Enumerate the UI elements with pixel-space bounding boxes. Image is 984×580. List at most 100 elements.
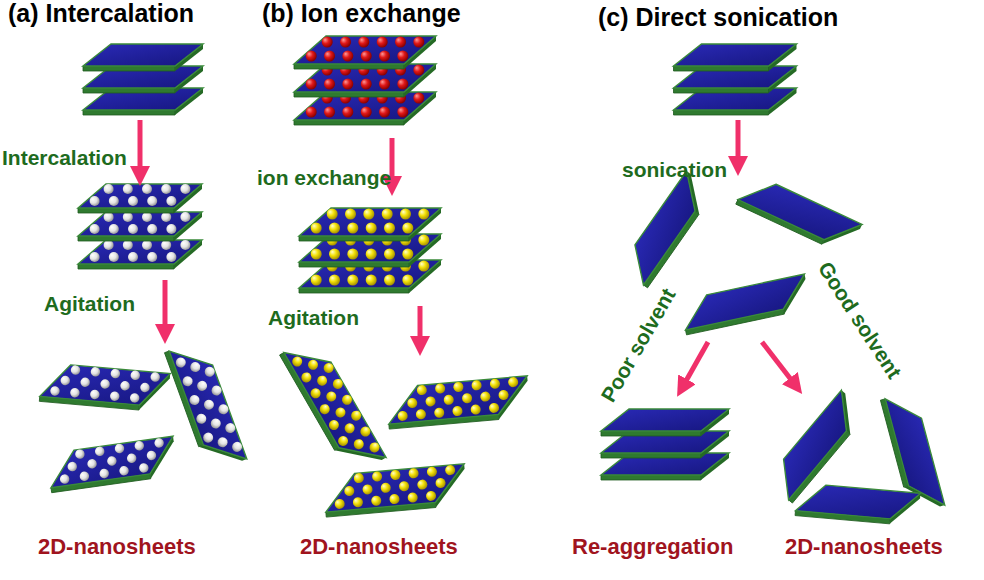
intercalant-sphere	[400, 209, 411, 220]
sheet-face	[169, 339, 247, 472]
intercalant-sphere	[324, 107, 335, 118]
intercalant-sphere	[147, 196, 157, 206]
nanosheet	[601, 453, 729, 480]
intercalant-sphere	[340, 37, 351, 48]
intercalant-sphere	[196, 379, 209, 392]
intercalant-sphere	[407, 398, 418, 409]
intercalant-sphere	[180, 184, 190, 194]
process-arrow	[682, 342, 708, 388]
intercalant-sphere	[130, 370, 140, 380]
intercalant-sphere	[416, 385, 427, 396]
process-arrow	[418, 306, 423, 346]
nanosheet	[674, 66, 797, 93]
intercalant-sphere	[452, 406, 463, 417]
sheet-edge	[78, 208, 174, 213]
intercalant-sphere	[418, 261, 429, 272]
panel-title: (b) Ion exchange	[262, 0, 461, 28]
intercalant-sphere	[150, 372, 160, 382]
intercalant-sphere	[366, 223, 377, 234]
intercalant-sphere	[434, 407, 445, 418]
intercalant-sphere	[427, 466, 438, 477]
intercalant-sphere	[161, 184, 171, 194]
intercalant-sphere	[104, 212, 114, 222]
intercalant-sphere	[361, 51, 372, 62]
intercalant-sphere	[418, 209, 429, 220]
intercalant-sphere	[161, 240, 171, 250]
intercalant-sphere	[110, 368, 120, 378]
intercalant-sphere	[336, 434, 350, 448]
intercalant-sphere	[329, 223, 340, 234]
nanosheet	[164, 339, 246, 473]
intercalant-sphere	[327, 418, 341, 432]
intercalant-sphere	[353, 473, 364, 484]
intercalant-sphere	[347, 275, 358, 286]
intercalant-sphere	[80, 377, 90, 387]
sheet-face	[796, 483, 921, 522]
intercalant-sphere	[181, 375, 194, 388]
nanosheet	[83, 44, 203, 71]
step-label: ion exchange	[257, 166, 391, 189]
nanosheet	[601, 431, 729, 458]
sheet-edge	[674, 110, 769, 115]
intercalant-sphere	[147, 224, 157, 234]
sheet-face	[601, 453, 729, 475]
solvent-label: Good solvent	[814, 257, 906, 382]
sheet-edge	[299, 236, 409, 241]
intercalant-sphere	[87, 458, 98, 469]
intercalant-sphere	[140, 382, 150, 392]
intercalant-sphere	[379, 79, 390, 90]
intercalant-sphere	[99, 468, 110, 479]
intercalant-sphere	[104, 240, 114, 250]
sheet-edge	[299, 262, 409, 267]
intercalant-sphere	[123, 240, 133, 250]
sheet-edge	[294, 120, 404, 125]
intercalant-sphere	[166, 252, 176, 262]
sheet-face	[679, 274, 810, 330]
nanosheet-illustrations	[39, 36, 944, 526]
sheet-face	[46, 436, 177, 487]
intercalant-sphere	[379, 51, 390, 62]
intercalant-sphere	[445, 465, 456, 476]
intercalant-sphere	[59, 474, 70, 485]
intercalant-sphere	[119, 465, 130, 476]
intercalant-sphere	[342, 51, 353, 62]
sheet-face	[83, 66, 203, 88]
intercalant-sphere	[318, 402, 332, 416]
intercalant-sphere	[363, 209, 374, 220]
intercalant-sphere	[382, 209, 393, 220]
intercalant-sphere	[361, 79, 372, 90]
intercalant-sphere	[306, 107, 317, 118]
intercalant-sphere	[134, 440, 145, 451]
result-label: 2D-nanosheets	[785, 535, 943, 559]
sheet-edge	[674, 88, 769, 93]
intercalant-sphere	[128, 196, 138, 206]
intercalant-sphere	[90, 389, 100, 399]
intercalant-sphere	[123, 184, 133, 194]
intercalant-sphere	[343, 421, 357, 435]
solvent-label: Poor solvent	[596, 284, 680, 406]
sheet-edge	[83, 110, 175, 115]
intercalant-sphere	[203, 365, 216, 378]
process-arrows	[140, 120, 796, 388]
intercalant-sphere	[384, 275, 395, 286]
intercalant-sphere	[210, 384, 223, 397]
step-label: Intercalation	[2, 146, 127, 169]
intercalant-sphere	[347, 249, 358, 260]
result-label: Re-aggregation	[572, 535, 733, 559]
nanosheet	[299, 260, 441, 293]
intercalant-sphere	[366, 249, 377, 260]
intercalant-sphere	[114, 443, 125, 454]
sheet-face	[284, 335, 386, 476]
result-label: 2D-nanosheets	[38, 535, 196, 559]
intercalant-sphere	[402, 249, 413, 260]
intercalant-sphere	[146, 450, 157, 461]
intercalant-sphere	[104, 184, 114, 194]
nanosheet	[736, 172, 862, 256]
nanosheet	[46, 436, 178, 492]
intercalant-sphere	[470, 404, 481, 415]
intercalant-sphere	[397, 79, 408, 90]
intercalant-sphere	[128, 224, 138, 234]
nanosheet	[679, 274, 811, 335]
nanosheet	[83, 88, 203, 115]
sheet-face	[83, 88, 203, 110]
